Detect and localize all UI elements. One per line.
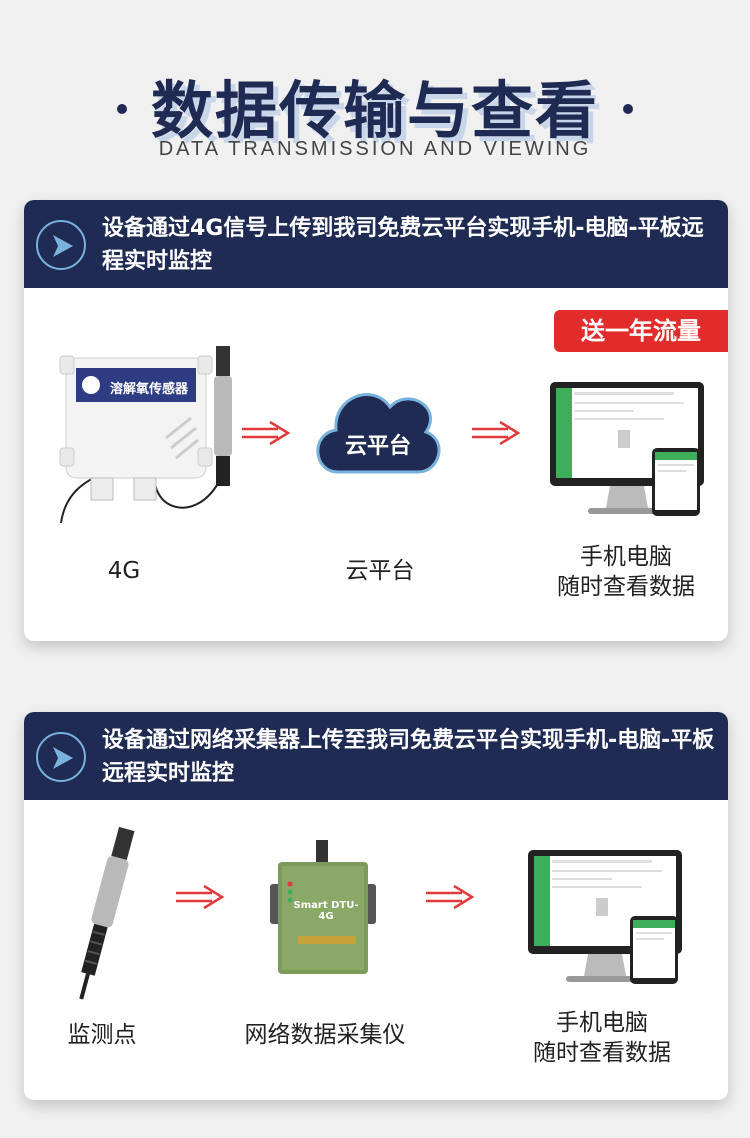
device-label: 4G [107, 558, 141, 584]
dissolved-oxygen-sensor-image [59, 346, 232, 524]
section2-description: 设备通过网络采集器上传至我司免费云平台实现手机-电脑-平板远程实时监控 [102, 728, 715, 786]
view-label-line2: 随时查看数据 [533, 1040, 671, 1066]
sensor-probe-image [79, 826, 135, 1000]
section1-card: 设备通过4G信号上传到我司免费云平台实现手机-电脑-平板远程实时监控 送一年流量… [24, 200, 728, 641]
flow-arrow-icon [176, 884, 225, 910]
flow-arrow-icon [426, 884, 475, 910]
title-dot-right [623, 103, 633, 114]
cloud-icon [316, 393, 441, 474]
section1-description: 设备通过4G信号上传到我司免费云平台实现手机-电脑-平板远程实时监控 [102, 216, 704, 274]
dtu-model-label: Smart DTU-4G [293, 900, 359, 922]
monitor-phone-image [528, 850, 682, 984]
promo-badge: 送一年流量 [554, 310, 728, 352]
cloud-text: 云平台 [344, 434, 411, 459]
cloud-label: 云平台 [345, 558, 415, 584]
section2-card: 设备通过网络采集器上传至我司免费云平台实现手机-电脑-平板远程实时监控 Smar… [24, 712, 728, 1100]
probe-label: 监测点 [67, 1022, 137, 1048]
dtu-collector-image [270, 840, 376, 974]
chevron-right-icon [36, 732, 86, 782]
collector-label: 网络数据采集仪 [244, 1022, 406, 1048]
view-label-line1: 手机电脑 [580, 544, 672, 570]
page-title-text: 数据传输与查看 [150, 74, 599, 147]
view-label-line2: 随时查看数据 [557, 574, 695, 600]
monitor-phone-image [550, 382, 704, 516]
sensor-label: 溶解氧传感器 [110, 382, 189, 397]
title-dot-left [116, 103, 127, 114]
flow-arrow-icon [472, 420, 521, 446]
section1-header: 设备通过4G信号上传到我司免费云平台实现手机-电脑-平板远程实时监控 [24, 200, 728, 288]
page-subtitle: DATA TRANSMISSION AND VIEWING [158, 138, 592, 160]
flow-arrow-icon [242, 420, 291, 446]
page-header: 数据传输与查看 DATA TRANSMISSION AND VIEWING [0, 0, 750, 190]
section2-header: 设备通过网络采集器上传至我司免费云平台实现手机-电脑-平板远程实时监控 [24, 712, 728, 800]
view-label-line1: 手机电脑 [556, 1010, 648, 1036]
page-title: 数据传输与查看 [0, 60, 750, 150]
chevron-right-icon [36, 220, 86, 270]
